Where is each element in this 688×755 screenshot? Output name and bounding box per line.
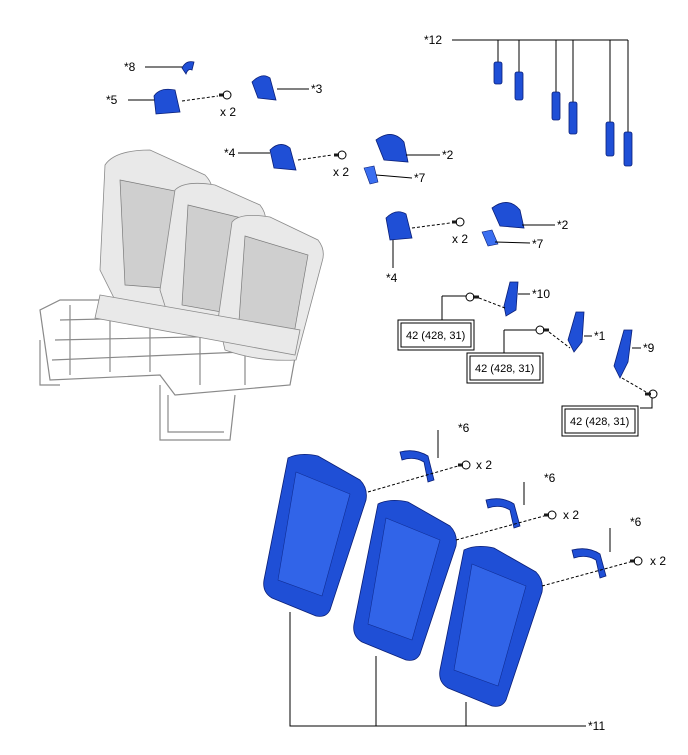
quantity-label: x 2 <box>476 458 492 472</box>
bolt-icon <box>452 217 465 227</box>
torque-spec-label: 42 (428, 31) <box>406 330 465 342</box>
label-part-4: *4 <box>386 271 398 285</box>
seatback-board-icon <box>263 454 367 617</box>
clip-group-12 <box>452 39 633 167</box>
label-part-12: *12 <box>424 33 442 47</box>
bolt-icon <box>645 389 658 399</box>
part-4-icon <box>269 144 297 171</box>
quantity-label: x 2 <box>563 508 579 522</box>
bolt-icon <box>535 325 549 335</box>
part-7-icon <box>481 229 499 247</box>
part-2-icon <box>491 202 525 229</box>
bolt-icon <box>465 292 479 302</box>
part-4-icon <box>385 211 413 241</box>
bolt-icon <box>219 90 232 100</box>
label-part-8: *8 <box>124 60 136 74</box>
label-part-1: *1 <box>594 329 606 343</box>
bolt-icon <box>458 460 471 470</box>
label-part-7: *7 <box>414 171 426 185</box>
part-10-icon <box>503 281 519 317</box>
bolt-icon <box>630 556 643 566</box>
label-part-4: *4 <box>224 146 236 160</box>
label-part-6: *6 <box>458 421 470 435</box>
label-part-6: *6 <box>544 471 556 485</box>
part-7-icon <box>363 165 379 185</box>
torque-spec-label: 42 (428, 31) <box>475 363 534 375</box>
seatback-board-icon <box>439 546 543 707</box>
torque-spec-label: 42 (428, 31) <box>570 416 629 428</box>
clip-icon <box>493 61 633 167</box>
label-part-3: *3 <box>311 82 323 96</box>
quantity-label: x 2 <box>333 165 349 179</box>
label-part-2: *2 <box>557 218 569 232</box>
bolt-icon <box>334 150 347 160</box>
part-3-icon <box>251 75 277 101</box>
rear-seat-assembly-illustration <box>39 149 324 441</box>
seatback-board-group-11 <box>263 454 586 727</box>
part-5-icon <box>153 88 181 115</box>
label-part-6: *6 <box>630 515 642 529</box>
part-6-icon <box>571 548 607 579</box>
bolt-icon <box>544 510 557 520</box>
quantity-label: x 2 <box>220 105 236 119</box>
label-part-5: *5 <box>106 93 118 107</box>
part-6-icon <box>485 498 521 529</box>
label-part-7: *7 <box>532 237 544 251</box>
part-9-icon <box>613 329 633 379</box>
label-part-9: *9 <box>643 341 655 355</box>
quantity-label: x 2 <box>650 554 666 568</box>
label-part-11: *11 <box>588 719 605 733</box>
quantity-label: x 2 <box>452 232 468 246</box>
label-part-2: *2 <box>442 148 454 162</box>
seatback-board-icon <box>353 500 457 661</box>
label-part-10: *10 <box>532 287 550 301</box>
part-8-icon <box>181 61 195 75</box>
part-6-icon <box>399 450 435 483</box>
part-1-icon <box>567 311 585 353</box>
part-2-icon <box>375 134 409 163</box>
